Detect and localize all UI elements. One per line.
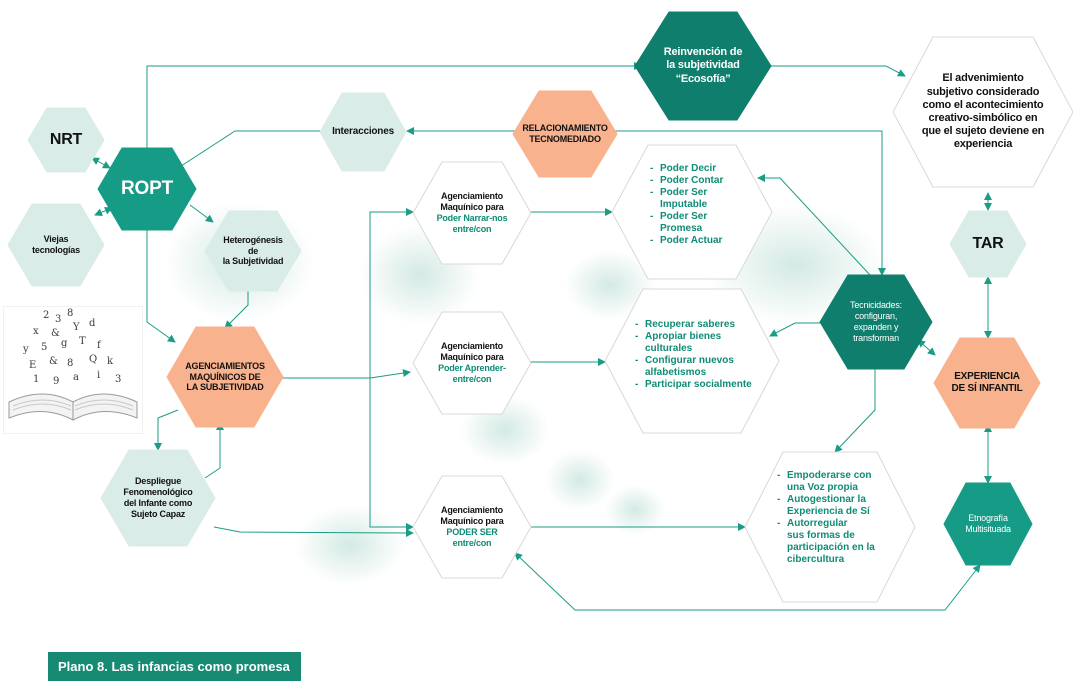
- ser-list-item: Empoderarse con una Voz propia: [777, 470, 892, 494]
- ropt-label: ROPT: [121, 177, 173, 199]
- node-etnografia: Etnografía Multisituada: [943, 482, 1033, 566]
- aprender-list: Recuperar saberes Apropiar bienes cultur…: [635, 319, 765, 391]
- experiencia-label: EXPERIENCIA DE SÍ INFANTIL: [951, 371, 1023, 394]
- nrt-label: NRT: [49, 131, 83, 149]
- svg-text:T: T: [79, 336, 86, 347]
- svg-text:i: i: [97, 370, 100, 381]
- node-tar: TAR: [949, 210, 1027, 278]
- svg-text:2: 2: [43, 310, 49, 321]
- svg-text:8: 8: [67, 358, 73, 369]
- node-viejas: Viejas tecnologías: [7, 203, 105, 287]
- node-interacciones: Interacciones: [319, 92, 407, 172]
- svg-text:Q: Q: [89, 354, 97, 365]
- node-agenciamiento-aprender: Agenciamiento Maquínico para Poder Apren…: [412, 311, 532, 415]
- svg-text:f: f: [97, 340, 102, 351]
- node-reinvencion: Reinvención de la subjetividad “Ecosofía…: [634, 11, 772, 121]
- agenciamiento-aprender-prefix: Agenciamiento Maquínico para: [440, 341, 504, 363]
- node-advenimiento: El advenimiento subjetivo considerado co…: [892, 36, 1073, 188]
- svg-text:k: k: [107, 356, 114, 367]
- despliegue-label: Despliegue Fenomenológico del Infante co…: [123, 476, 193, 519]
- poder-list-item: Poder Contar: [650, 175, 750, 187]
- svg-text:9: 9: [53, 376, 59, 387]
- svg-text:8: 8: [67, 308, 73, 319]
- node-despliegue: Despliegue Fenomenológico del Infante co…: [100, 449, 216, 547]
- ser-list-item: Autorregular sus formas de participación…: [777, 518, 892, 566]
- node-ropt: ROPT: [97, 147, 197, 231]
- node-tecnicidades: Tecnicidades: configuran, expanden y tra…: [819, 274, 933, 370]
- etnografia-label: Etnografía Multisituada: [965, 513, 1011, 534]
- poder-list: Poder Decir Poder Contar Poder Ser Imput…: [650, 163, 750, 247]
- svg-text:x: x: [33, 326, 39, 337]
- interacciones-label: Interacciones: [332, 126, 394, 137]
- node-relacionamiento: RELACIONAMIENTO TECNOMEDIADO: [512, 90, 618, 178]
- svg-text:3: 3: [55, 314, 61, 325]
- svg-text:g: g: [61, 338, 68, 349]
- node-agenciamiento-narrar: Agenciamiento Maquínico para Poder Narra…: [412, 161, 532, 265]
- svg-text:&: &: [51, 328, 60, 339]
- connectors: [91, 62, 992, 611]
- tar-label: TAR: [972, 235, 1004, 253]
- figure-caption: Plano 8. Las infancias como promesa: [48, 652, 301, 681]
- poder-list-item: Poder Decir: [650, 163, 750, 175]
- poder-list-item: Poder Ser Promesa: [650, 211, 750, 235]
- svg-text:&: &: [49, 356, 58, 367]
- node-agenciamientos-maquinicos: AGENCIAMIENTOS MAQUÍNICOS DE LA SUBJETIV…: [166, 326, 284, 428]
- node-ser-list: Empoderarse con una Voz propia Autogesti…: [744, 451, 916, 603]
- poder-list-item: Poder Ser Imputable: [650, 187, 750, 211]
- heterogenesis-label: Heterogénesis de la Subjetividad: [222, 234, 284, 267]
- aprender-list-item: Configurar nuevos alfabetismos: [635, 355, 765, 379]
- agenciamiento-ser-highlight: PODER SER entre/con: [446, 527, 498, 548]
- svg-text:y: y: [22, 344, 29, 355]
- aprender-list-item: Participar socialmente: [635, 379, 765, 391]
- svg-text:a: a: [73, 372, 79, 383]
- aprender-list-item: Apropiar bienes culturales: [635, 331, 765, 355]
- poder-list-item: Poder Actuar: [650, 235, 750, 247]
- node-agenciamiento-ser: Agenciamiento Maquínico para PODER SER e…: [412, 475, 532, 579]
- svg-text:1: 1: [33, 374, 39, 385]
- reinvencion-label: Reinvención de la subjetividad “Ecosofía…: [663, 46, 743, 85]
- node-aprender-list: Recuperar saberes Apropiar bienes cultur…: [604, 288, 780, 434]
- node-heterogenesis: Heterogénesis de la Subjetividad: [204, 210, 302, 292]
- relacionamiento-label: RELACIONAMIENTO TECNOMEDIADO: [522, 123, 608, 144]
- svg-text:E: E: [29, 360, 36, 371]
- node-poder-list: Poder Decir Poder Contar Poder Ser Imput…: [611, 144, 773, 280]
- advenimiento-label: El advenimiento subjetivo considerado co…: [921, 72, 1045, 151]
- svg-text:5: 5: [41, 342, 47, 353]
- tecnicidades-label: Tecnicidades: configuran, expanden y tra…: [850, 300, 902, 343]
- node-experiencia: EXPERIENCIA DE SÍ INFANTIL: [933, 337, 1041, 429]
- node-nrt: NRT: [27, 107, 105, 173]
- svg-text:Y: Y: [72, 322, 80, 333]
- aprender-list-item: Recuperar saberes: [635, 319, 765, 331]
- agenciamiento-aprender-highlight: Poder Aprender- entre/con: [438, 363, 506, 384]
- agenciamiento-narrar-highlight: Poder Narrar-nos entre/con: [436, 213, 508, 234]
- svg-text:d: d: [89, 318, 96, 329]
- agenciamientos-maquinicos-label: AGENCIAMIENTOS MAQUÍNICOS DE LA SUBJETIV…: [185, 360, 265, 393]
- ser-list-item: Autogestionar la Experiencia de Sí: [777, 494, 892, 518]
- ser-list: Empoderarse con una Voz propia Autogesti…: [777, 470, 892, 566]
- agenciamiento-narrar-prefix: Agenciamiento Maquínico para: [440, 191, 504, 213]
- agenciamiento-ser-prefix: Agenciamiento Maquínico para: [440, 505, 504, 527]
- svg-text:3: 3: [115, 374, 121, 385]
- viejas-label: Viejas tecnologías: [32, 234, 80, 255]
